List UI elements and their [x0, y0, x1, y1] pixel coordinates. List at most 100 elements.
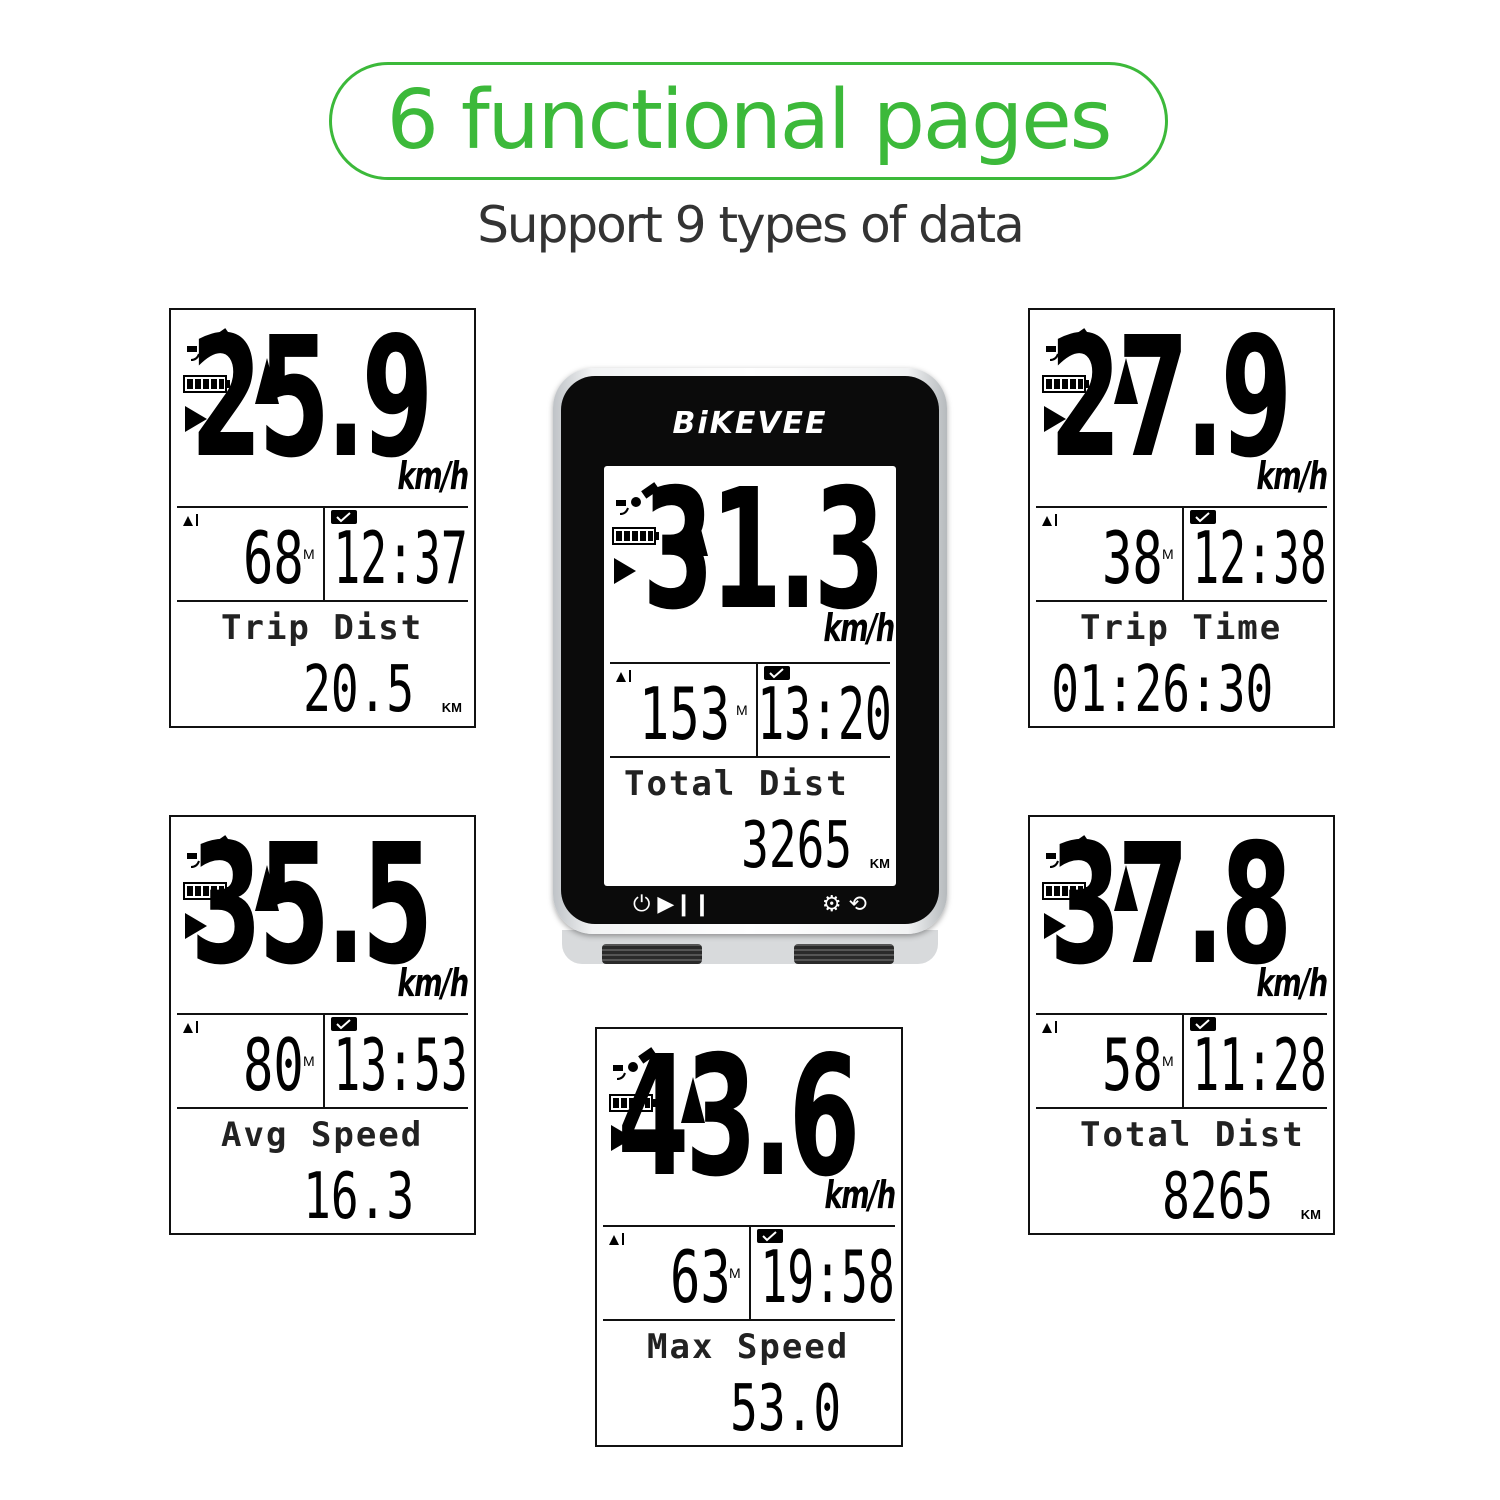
divider [1182, 506, 1184, 600]
check-icon [757, 1229, 783, 1243]
divider [323, 1013, 325, 1107]
satellite-icon [1046, 328, 1090, 361]
device-button-row: ⏻ ▶❙❙ ⚙ ⟲ [561, 888, 939, 924]
current-speed: 31.3 [642, 466, 886, 647]
clock-time: 11:28 [1192, 1023, 1327, 1107]
check-icon [1190, 1017, 1216, 1031]
clock-time: 12:37 [333, 516, 468, 600]
lcd-screen-max-speed: 43.6 km/h 63 M 19:58 Max Speed 53.0 [595, 1027, 903, 1447]
trend-up-icon [1114, 358, 1138, 404]
check-icon [1190, 510, 1216, 524]
play-icon [185, 406, 207, 432]
satellite-icon [616, 482, 660, 515]
headline-banner: 6 functional pages [329, 62, 1168, 180]
altitude-unit: M [729, 1265, 741, 1281]
divider [749, 1225, 751, 1319]
subheadline: Support 9 types of data [477, 196, 1025, 254]
battery-icon [183, 882, 230, 900]
altitude-unit: M [303, 1053, 315, 1069]
current-speed: 27.9 [1049, 308, 1293, 495]
check-icon [331, 1017, 357, 1031]
altitude-value: 63 [670, 1235, 731, 1319]
lcd-screen-trip-time: 27.9 km/h 38 M 12:38 Trip Time 01:26:30 [1028, 308, 1335, 728]
data-field-label: Max Speed [647, 1327, 850, 1367]
device-face: BiKEVEE 31.3 km/h 153 M 13:20 Total Dist… [561, 376, 939, 924]
play-icon [1044, 913, 1066, 939]
data-field-label: Total Dist [624, 764, 849, 804]
current-speed: 35.5 [190, 815, 434, 1002]
altitude-icon [609, 1233, 624, 1245]
trend-up-icon [681, 1077, 705, 1123]
altitude-icon [183, 514, 198, 526]
speed-unit: km/h [1256, 961, 1329, 1005]
check-icon [764, 666, 790, 680]
lcd-screen-avg-speed: 35.5 km/h 80 M 13:53 Avg Speed 16.3 [169, 815, 476, 1235]
data-field-unit: KM [1300, 1207, 1321, 1222]
altitude-icon [616, 670, 631, 682]
clock-time: 12:38 [1192, 516, 1327, 600]
speed-unit: km/h [823, 606, 896, 650]
altitude-value: 153 [638, 672, 730, 756]
divider [1036, 1013, 1327, 1015]
data-field-label: Trip Dist [221, 608, 424, 648]
divider [177, 506, 468, 508]
device-grip-right [794, 944, 894, 964]
data-field-value: 53.0 [730, 1372, 841, 1446]
satellite-icon [1046, 835, 1090, 868]
data-field-value: 16.3 [303, 1160, 414, 1234]
altitude-icon [1042, 1021, 1057, 1033]
power-play-button[interactable]: ⏻ ▶❙❙ [633, 892, 712, 917]
lcd-screen-trip-dist: 25.9 km/h 68 M 12:37 Trip Dist 20.5 KM [169, 308, 476, 728]
speed-unit: km/h [1256, 454, 1329, 498]
play-icon [614, 558, 636, 584]
clock-time: 13:53 [333, 1023, 468, 1107]
divider [603, 1319, 895, 1321]
divider [323, 506, 325, 600]
clock-time: 13:20 [757, 672, 892, 756]
divider [610, 756, 890, 758]
battery-icon [609, 1094, 656, 1112]
battery-icon [1042, 375, 1089, 393]
data-field-unit: KM [441, 700, 462, 715]
data-field-label: Total Dist [1080, 1115, 1305, 1155]
altitude-icon [1042, 514, 1057, 526]
divider [177, 1013, 468, 1015]
play-icon [1044, 406, 1066, 432]
altitude-value: 58 [1102, 1023, 1163, 1107]
altitude-unit: M [303, 546, 315, 562]
device-lcd-screen: 31.3 km/h 153 M 13:20 Total Dist 3265 KM [604, 466, 896, 886]
device-grip-left [602, 944, 702, 964]
battery-icon [1042, 882, 1089, 900]
settings-switch-button[interactable]: ⚙ ⟲ [821, 892, 867, 917]
altitude-value: 68 [243, 516, 304, 600]
data-field-unit: KM [869, 856, 890, 871]
data-field-value: 8265 [1162, 1160, 1273, 1234]
data-field-label: Trip Time [1080, 608, 1283, 648]
current-speed: 37.8 [1049, 815, 1293, 1002]
altitude-value: 38 [1102, 516, 1163, 600]
divider [610, 662, 890, 664]
headline-title: 6 functional pages [386, 73, 1113, 168]
data-field-label: Avg Speed [221, 1115, 424, 1155]
altitude-icon [183, 1021, 198, 1033]
trend-up-icon [255, 865, 279, 911]
divider [1036, 506, 1327, 508]
altitude-value: 80 [243, 1023, 304, 1107]
trend-up-icon [684, 510, 708, 556]
trend-up-icon [1114, 865, 1138, 911]
altitude-unit: M [736, 702, 748, 718]
bike-computer-device: BiKEVEE 31.3 km/h 153 M 13:20 Total Dist… [553, 368, 947, 934]
current-speed: 43.6 [617, 1027, 861, 1214]
battery-icon [612, 527, 659, 545]
satellite-icon [613, 1047, 657, 1080]
divider [1036, 1107, 1327, 1109]
speed-unit: km/h [397, 454, 470, 498]
check-icon [331, 510, 357, 524]
trend-up-icon [255, 358, 279, 404]
divider [177, 600, 468, 602]
current-speed: 25.9 [190, 308, 434, 495]
data-field-value: 3265 [741, 809, 852, 883]
data-field-value: 20.5 [303, 653, 414, 727]
altitude-unit: M [1162, 1053, 1174, 1069]
divider [756, 662, 758, 756]
